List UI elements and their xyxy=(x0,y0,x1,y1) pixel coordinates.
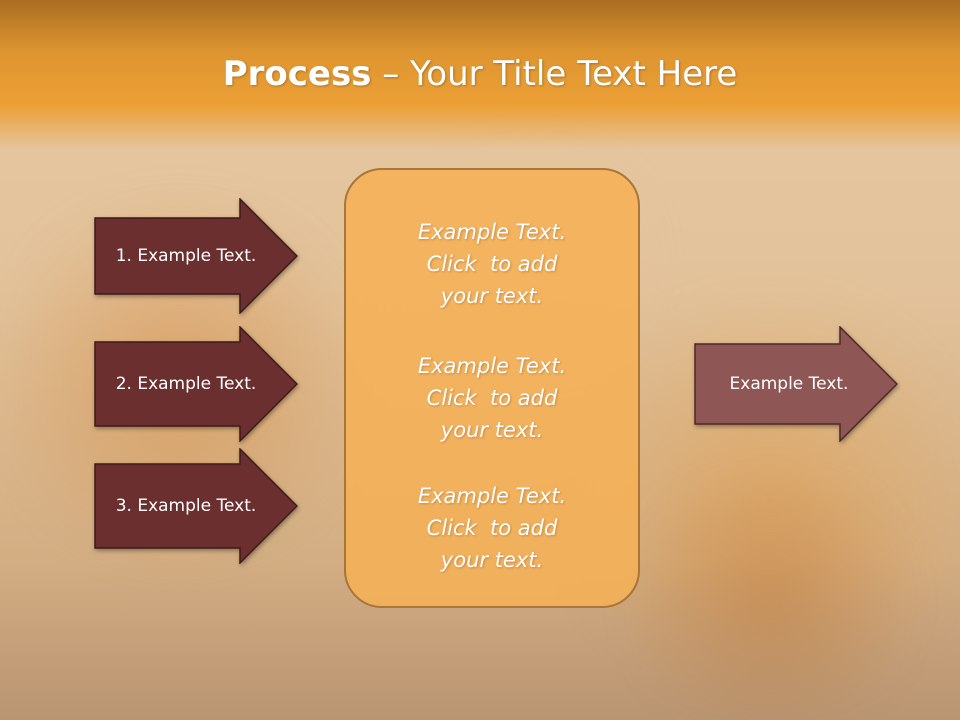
center-text-block: Example Text. Click to add your text. xyxy=(346,480,638,576)
center-text-block: Example Text. Click to add your text. xyxy=(346,350,638,446)
center-text-line: your text. xyxy=(440,548,544,572)
center-text-line: your text. xyxy=(440,284,544,308)
title-band xyxy=(0,0,960,150)
result-arrow[interactable]: Example Text. xyxy=(694,326,898,442)
center-text-line: Example Text. xyxy=(417,354,567,378)
center-text-line: Example Text. xyxy=(417,484,567,508)
center-text-line: Click to add xyxy=(426,386,558,410)
step-label: 2. Example Text. xyxy=(115,374,257,394)
center-text-line: Click to add xyxy=(426,516,558,540)
arrow-shape xyxy=(94,198,298,314)
center-text-box[interactable]: Example Text. Click to add your text. Ex… xyxy=(344,168,640,608)
step-label: 1. Example Text. xyxy=(115,246,257,266)
step-label: 3. Example Text. xyxy=(115,496,257,516)
center-text-block: Example Text. Click to add your text. xyxy=(346,216,638,312)
title-rest-part: – Your Title Text Here xyxy=(371,54,738,94)
center-text-line: Click to add xyxy=(426,252,558,276)
arrow-shape xyxy=(94,448,298,564)
process-step-arrow-2[interactable]: 2. Example Text. xyxy=(94,326,298,442)
slide-title[interactable]: Process – Your Title Text Here xyxy=(0,52,960,96)
process-step-arrow-1[interactable]: 1. Example Text. xyxy=(94,198,298,314)
center-text-line: Example Text. xyxy=(417,220,567,244)
result-label: Example Text. xyxy=(729,374,849,394)
center-text-line: your text. xyxy=(440,418,544,442)
arrow-shape xyxy=(694,326,898,442)
title-bold-part: Process xyxy=(222,54,372,94)
process-step-arrow-3[interactable]: 3. Example Text. xyxy=(94,448,298,564)
background-photo-blur xyxy=(600,480,940,720)
arrow-shape xyxy=(94,326,298,442)
